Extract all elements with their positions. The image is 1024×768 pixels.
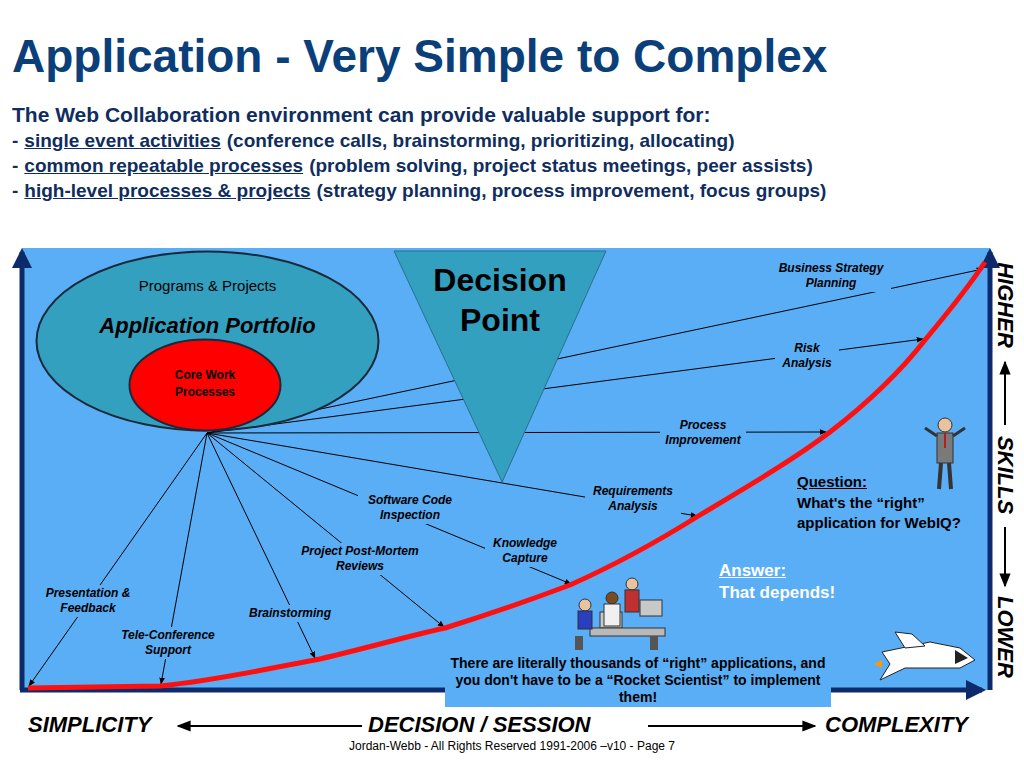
bullet-heading: single event activities xyxy=(24,129,220,152)
bullet-heading: high-level processes & projects xyxy=(24,179,310,202)
bullet-row: -common repeatable processes (problem sol… xyxy=(12,154,813,177)
panel-ground xyxy=(22,248,990,690)
subtitle: The Web Collaboration environment can pr… xyxy=(12,102,711,127)
application-label: Business Strategy Planning xyxy=(771,260,891,292)
core-ellipse: Core Work Processes xyxy=(128,338,282,432)
closing-note: There are literally thousands of “right”… xyxy=(445,654,831,707)
application-label: Process Improvement xyxy=(660,417,746,449)
answer-text: That depends! xyxy=(719,583,835,603)
people-at-computers xyxy=(575,578,665,650)
portfolio-ellipse: Programs & ProjectsApplication Portfolio… xyxy=(35,250,380,432)
right-axis xyxy=(988,252,993,690)
application-label: Brainstorming xyxy=(247,605,333,622)
ellipse-title: Application Portfolio xyxy=(35,312,380,340)
bullet-dash: - xyxy=(12,179,18,202)
slide-title: Application - Very Simple to Complex xyxy=(12,28,827,84)
application-label: Knowledge Capture xyxy=(485,535,565,567)
core-text: Core Work Processes xyxy=(128,367,282,401)
application-label: Requirements Analysis xyxy=(585,483,681,515)
answer-heading: Answer: xyxy=(719,561,786,581)
bullet-row: -high-level processes & projects (strateg… xyxy=(12,179,826,202)
application-label: Presentation & Feedback xyxy=(38,585,138,617)
question-text: What's the “right” application for WebIQ… xyxy=(795,492,987,534)
application-label: Software Code Inspection xyxy=(358,492,462,524)
copyright-footer: Jordan-Webb - All Rights Reserved 1991-2… xyxy=(262,739,762,753)
bullet-row: -single event activities (conference call… xyxy=(12,129,735,152)
space-shuttle xyxy=(874,632,975,680)
question-heading: Question: xyxy=(795,472,869,492)
ellipse-heading: Programs & Projects xyxy=(35,276,380,295)
axis-label: HIGHER xyxy=(992,255,1018,355)
bullet-dash: - xyxy=(12,154,18,177)
axis-label: DECISION / SESSION xyxy=(368,712,591,738)
puzzled-man xyxy=(925,418,965,489)
bullet-examples: (problem solving, project status meeting… xyxy=(309,154,813,177)
bullet-heading: common repeatable processes xyxy=(24,154,303,177)
decision-text: Decision Point xyxy=(393,260,607,340)
bullet-examples: (strategy planning, process improvement,… xyxy=(317,179,827,202)
application-label: Project Post-Mortem Reviews xyxy=(299,543,421,575)
application-label: Tele-Conference Support xyxy=(108,627,228,659)
axis-label: SIMPLICITY xyxy=(28,712,151,738)
bullet-examples: (conference calls, brainstorming, priori… xyxy=(227,129,735,152)
y-axis xyxy=(20,252,25,690)
axis-label: LOWER xyxy=(992,587,1018,687)
axis-label: SKILLS xyxy=(992,425,1018,525)
axis-label: COMPLEXITY xyxy=(825,712,968,738)
bullet-dash: - xyxy=(12,129,18,152)
decision-triangle: Decision Point xyxy=(393,250,607,483)
application-label: Risk Analysis xyxy=(775,340,839,372)
